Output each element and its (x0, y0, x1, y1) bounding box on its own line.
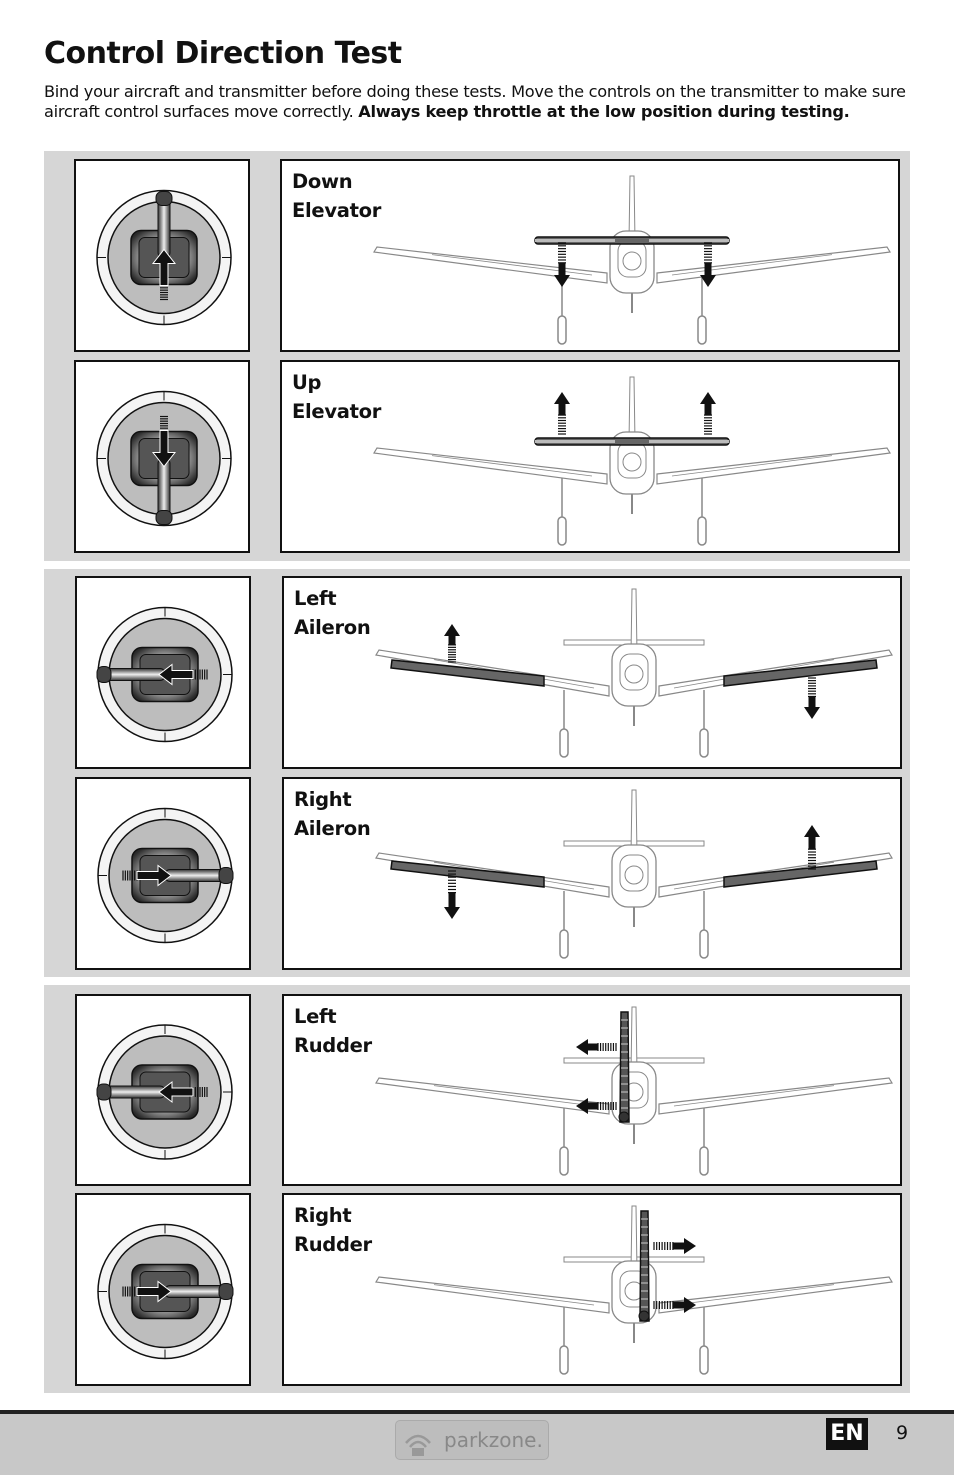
test-label: Down Elevator (292, 170, 382, 222)
aircraft-diagram: Left Rudder (282, 994, 902, 1186)
page-number: 9 (896, 1422, 909, 1444)
stick-right-icon (97, 807, 234, 944)
test-label: Right Aileron (294, 788, 371, 840)
parkzone-logo: parkzone. (395, 1420, 549, 1460)
left-aileron-aircraft-icon (375, 588, 893, 758)
elevator-test-group: Down Elevator Up Elevator (44, 151, 910, 561)
stick-left-icon (96, 1024, 233, 1160)
aircraft-diagram: Right Rudder (282, 1193, 902, 1386)
aircraft-diagram: Left Aileron (282, 576, 902, 769)
test-label: Right Rudder (294, 1204, 372, 1256)
right-rudder-aircraft-icon (375, 1205, 893, 1375)
intro-text: Bind your aircraft and transmitter befor… (44, 82, 906, 121)
transmitter-stick-diagram (75, 777, 251, 970)
stick-down-icon (96, 390, 232, 527)
wifi-logo-icon (405, 1434, 431, 1456)
stick-up-icon (96, 189, 232, 326)
up-elevator-aircraft-icon (373, 376, 891, 546)
stick-right-icon (97, 1223, 234, 1360)
page-title: Control Direction Test (44, 36, 402, 71)
test-label: Left Rudder (294, 1005, 372, 1057)
stick-left-icon (96, 606, 233, 743)
brand-name: parkzone. (444, 1428, 543, 1452)
left-rudder-aircraft-icon (375, 1006, 893, 1176)
test-label: Up Elevator (292, 371, 382, 423)
rudder-test-group: Left Rudder Right Rudder (44, 985, 910, 1393)
transmitter-stick-diagram (75, 1193, 251, 1386)
page-footer: parkzone. EN 9 (0, 1410, 954, 1475)
test-label: Left Aileron (294, 587, 371, 639)
transmitter-stick-diagram (75, 994, 251, 1186)
language-badge: EN (826, 1418, 868, 1450)
right-aileron-aircraft-icon (375, 789, 893, 959)
aircraft-diagram: Right Aileron (282, 777, 902, 970)
transmitter-stick-diagram (74, 159, 250, 352)
down-elevator-aircraft-icon (373, 175, 891, 345)
transmitter-stick-diagram (74, 360, 250, 553)
intro-warning: Always keep throttle at the low position… (358, 102, 850, 121)
aircraft-diagram: Down Elevator (280, 159, 900, 352)
aileron-test-group: Left Aileron Right Aileron (44, 569, 910, 977)
aircraft-diagram: Up Elevator (280, 360, 900, 553)
transmitter-stick-diagram (75, 576, 251, 769)
intro-paragraph: Bind your aircraft and transmitter befor… (44, 82, 924, 122)
